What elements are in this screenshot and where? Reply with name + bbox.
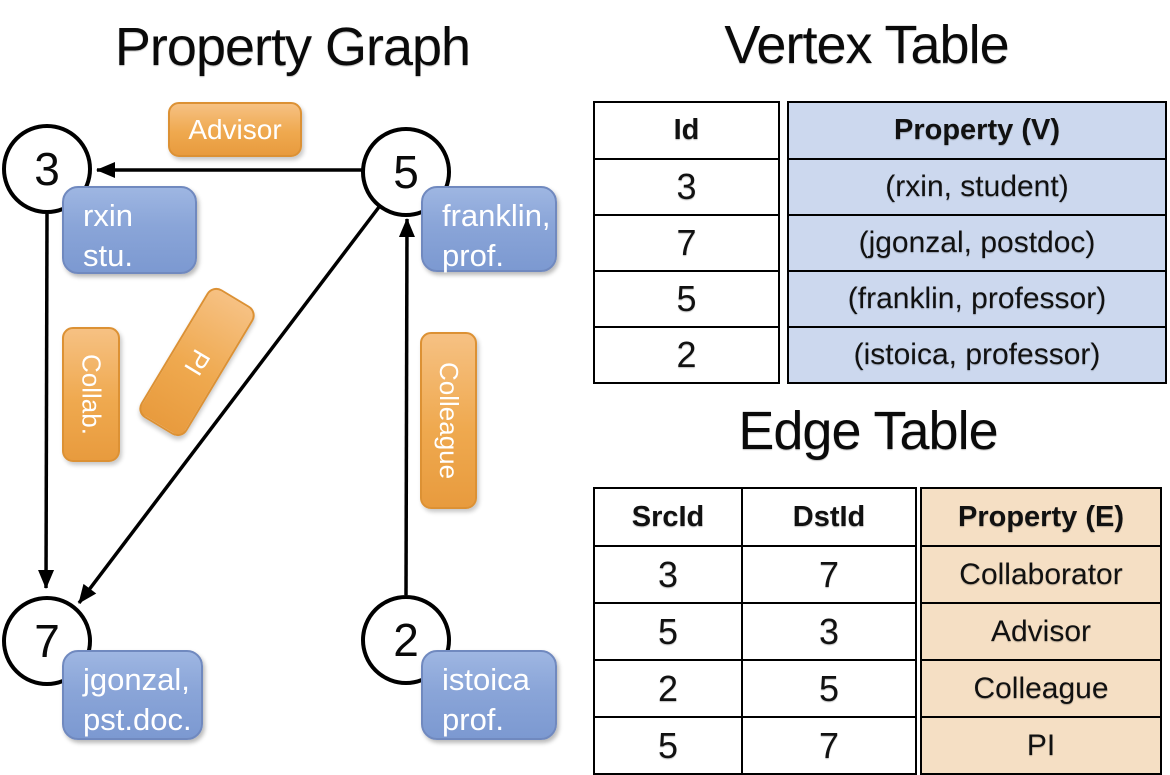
- table-cell: 2: [593, 326, 780, 384]
- table-cell: (rxin, student): [787, 158, 1167, 216]
- vertex-property-box-franklin: franklin, prof.: [421, 186, 557, 273]
- table-cell: 7: [593, 214, 780, 272]
- column-header: Id: [593, 101, 780, 160]
- vertex-property-box-rxin: rxin stu.: [62, 186, 197, 274]
- edge-label-collab: Collab.: [62, 327, 120, 462]
- vertex-property-box-istoica: istoica prof.: [421, 650, 557, 740]
- vertex-table-id-column: Id 3 7 5 2: [593, 101, 780, 384]
- property-line: rxin: [83, 198, 133, 233]
- vertex-property-box-jgonzal: jgonzal, pst.doc.: [62, 650, 203, 740]
- property-graph-panel: Property Graph 3 5 7 2 rxin stu. frankli…: [0, 0, 585, 760]
- edge-line-2-5: [398, 218, 415, 596]
- property-line: pst.doc.: [83, 702, 192, 738]
- table-cell: Collaborator: [920, 545, 1162, 604]
- table-cell: (franklin, professor): [787, 270, 1167, 328]
- graph-edges-canvas: [38, 162, 415, 605]
- table-cell: 5: [741, 659, 917, 718]
- edge-line-5-7: [77, 205, 381, 605]
- table-cell: 3: [593, 545, 743, 604]
- table-cell: PI: [920, 716, 1162, 775]
- edge-label-advisor: Advisor: [168, 102, 302, 157]
- node-circle-5: 5: [361, 127, 451, 217]
- edge-label-colleague: Colleague: [420, 332, 477, 509]
- column-header: Property (E): [920, 487, 1162, 547]
- edge-line-3-7: [38, 213, 55, 589]
- table-cell: 3: [593, 158, 780, 216]
- table-cell: 7: [741, 545, 917, 604]
- vertex-table-property-column: Property (V) (rxin, student) (jgonzal, p…: [787, 101, 1167, 384]
- property-line: prof.: [442, 238, 505, 274]
- node-id: 3: [34, 143, 60, 195]
- property-line: istoica: [442, 662, 530, 697]
- property-line: stu.: [83, 238, 133, 274]
- column-header: DstId: [741, 487, 917, 547]
- table-cell: Advisor: [920, 602, 1162, 661]
- vertex-table-title: Vertex Table: [724, 15, 1009, 75]
- table-cell: 2: [593, 659, 743, 718]
- node-id: 2: [393, 614, 419, 666]
- edge-table-title: Edge Table: [738, 401, 998, 461]
- edge-table-src-dst-columns: SrcId DstId 3 7 5 3 2 5 5 7: [593, 487, 917, 775]
- node-circle-2: 2: [361, 595, 451, 685]
- property-graph-title: Property Graph: [114, 17, 471, 77]
- table-cell: 5: [593, 602, 743, 661]
- edge-table-property-column: Property (E) Collaborator Advisor Collea…: [920, 487, 1162, 775]
- node-id: 7: [34, 615, 60, 667]
- property-line: jgonzal,: [83, 662, 190, 697]
- table-cell: 5: [593, 270, 780, 328]
- table-cell: 7: [741, 716, 917, 775]
- column-header: SrcId: [593, 487, 743, 547]
- table-cell: (istoica, professor): [787, 326, 1167, 384]
- column-header: Property (V): [787, 101, 1167, 160]
- property-line: prof.: [442, 702, 505, 738]
- node-id: 5: [393, 146, 419, 198]
- table-cell: Colleague: [920, 659, 1162, 718]
- table-cell: (jgonzal, postdoc): [787, 214, 1167, 272]
- property-line: franklin,: [442, 198, 551, 233]
- table-cell: 3: [741, 602, 917, 661]
- table-cell: 5: [593, 716, 743, 775]
